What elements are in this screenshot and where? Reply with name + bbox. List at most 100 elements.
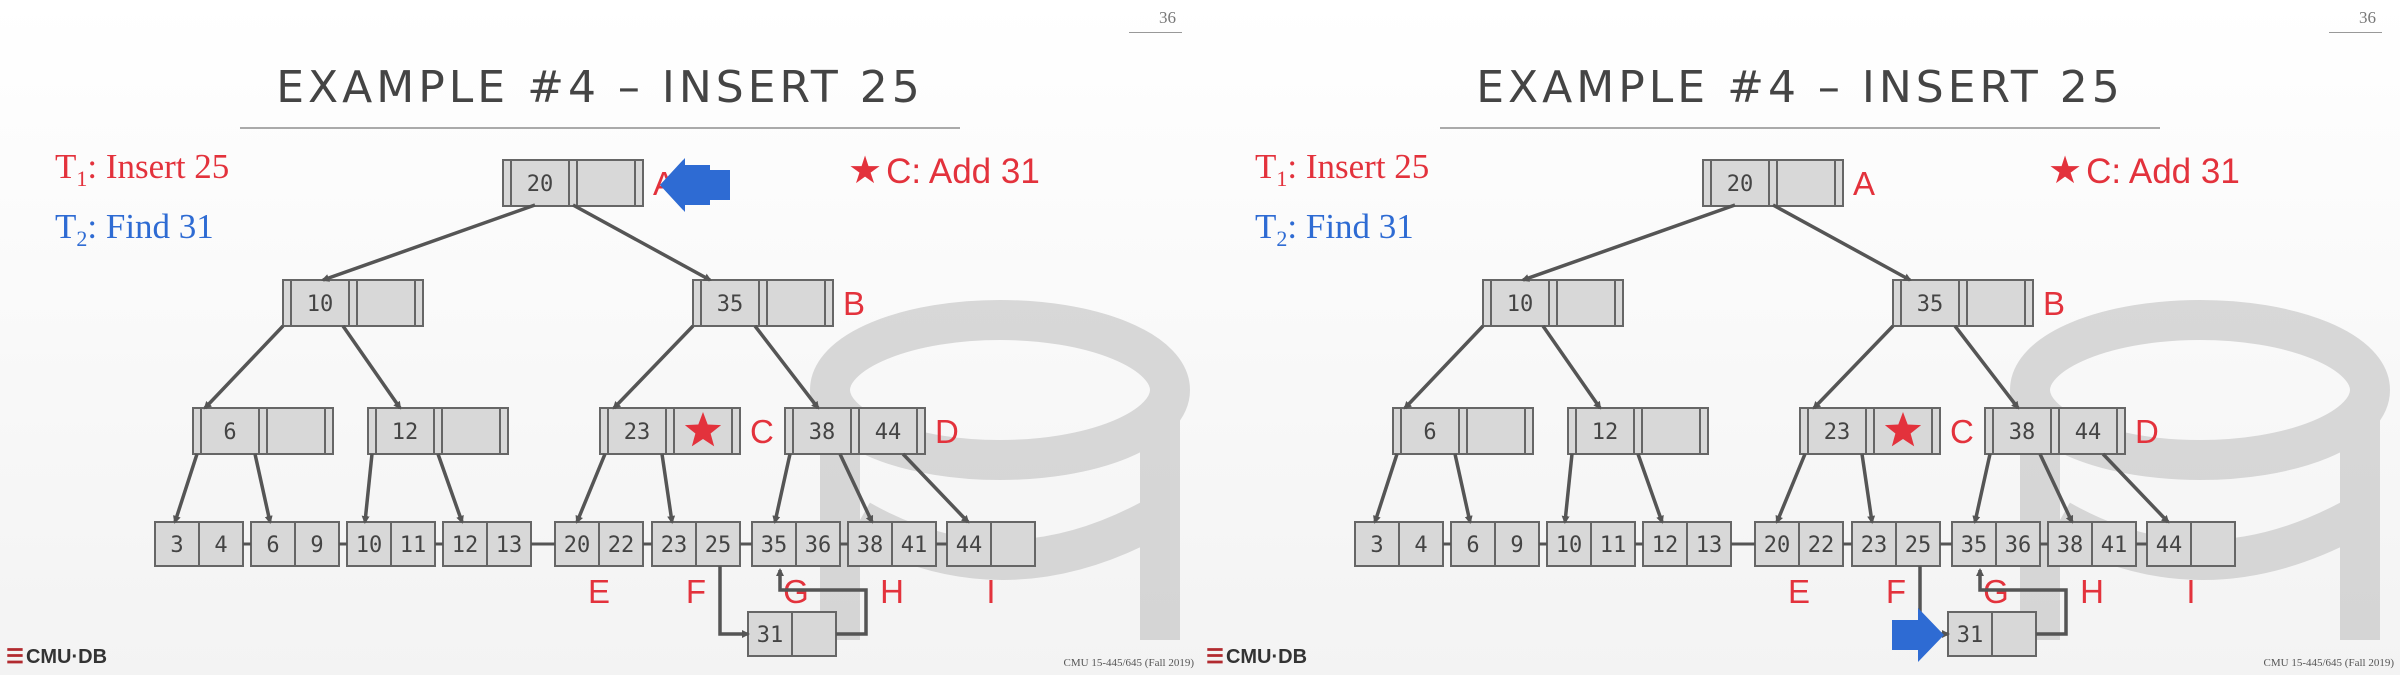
- legend-add-31: ★C: Add 31: [2048, 148, 2240, 193]
- footer-logo-text: CMU·DB: [25, 646, 108, 668]
- key-slot: [1807, 407, 1867, 455]
- key-slot: [1400, 407, 1460, 455]
- node-key: 35: [761, 533, 788, 558]
- key-slot: [1895, 521, 1941, 567]
- slide-right: 36 EXAMPLE #4 – INSERT 25 T1: Insert 25 …: [1200, 0, 2400, 675]
- tree-edge: [1521, 203, 1736, 282]
- title-underline: [240, 127, 960, 129]
- node-key: 23: [661, 533, 688, 558]
- overflow-link: [776, 568, 868, 636]
- node-key: 25: [1905, 533, 1932, 558]
- t1-action: : Insert 25: [87, 147, 230, 186]
- node-label: I: [2186, 573, 2195, 610]
- node-key: 44: [875, 420, 902, 445]
- tree-edge: [612, 324, 695, 410]
- watermark-top: [810, 300, 1190, 480]
- t2-action: : Find 31: [1287, 207, 1414, 246]
- node-key: 44: [956, 533, 983, 558]
- t2-action: : Find 31: [87, 207, 214, 246]
- node-key: 41: [901, 533, 928, 558]
- tree-edge: [173, 453, 199, 524]
- tree-node-level2: 12: [1567, 407, 1709, 455]
- key-slot: [375, 407, 435, 455]
- key-slot: [1450, 521, 1496, 567]
- key-slot: [1900, 279, 1960, 327]
- t1-subscript: 1: [76, 166, 88, 191]
- star-icon: ★: [848, 150, 883, 192]
- node-key: 22: [1808, 533, 1835, 558]
- node-key: 23: [1861, 533, 1888, 558]
- tree-leaf-node: 44I: [2146, 521, 2236, 610]
- key-slot: [510, 159, 570, 207]
- key-slot: [1354, 521, 1400, 567]
- database-icon: ☰: [6, 646, 24, 668]
- tree-edge: [1403, 324, 1485, 410]
- overflow-link: [718, 566, 750, 638]
- t1-letter: T: [1255, 147, 1277, 186]
- key-slot: [1466, 407, 1526, 455]
- node-key: 4: [1414, 533, 1427, 558]
- tree-node-inner: 10: [1482, 279, 1624, 327]
- slide-title: EXAMPLE #4 – INSERT 25: [1476, 62, 2124, 113]
- node-key: 10: [1556, 533, 1583, 558]
- node-key: 36: [2005, 533, 2032, 558]
- t1-letter: T: [55, 147, 77, 186]
- key-slot: [2058, 407, 2118, 455]
- key-slot: [1556, 279, 1616, 327]
- tree-edge: [575, 453, 607, 524]
- bplus-tree-diagram: 20A1035B61223C3844D3469101112132022E2325…: [154, 158, 1190, 657]
- key-slot: [791, 611, 837, 657]
- title-underline: [1440, 127, 2160, 129]
- node-key: 22: [608, 533, 635, 558]
- tree-edge: [1453, 453, 1473, 524]
- legend-text: C: Add 31: [886, 152, 1040, 191]
- node-label: D: [2135, 413, 2159, 450]
- t2-subscript: 2: [76, 226, 88, 251]
- key-slot: [1710, 159, 1770, 207]
- key-slot: [441, 407, 501, 455]
- node-key: 20: [1727, 172, 1754, 197]
- tree-edge: [753, 324, 820, 410]
- tree-leaf-overflow: 31: [747, 611, 837, 657]
- tree-edge: [1561, 453, 1574, 524]
- overflow-link: [1976, 568, 2068, 636]
- key-slot: [1641, 407, 1701, 455]
- star-icon: [1884, 412, 1922, 447]
- node-key: 9: [310, 533, 323, 558]
- slide-title: EXAMPLE #4 – INSERT 25: [276, 62, 924, 113]
- node-key: 44: [2156, 533, 2183, 558]
- node-key: 6: [266, 533, 279, 558]
- key-slot: [1995, 521, 2041, 567]
- node-key: 25: [705, 533, 732, 558]
- tree-edge: [1812, 324, 1895, 410]
- node-label: B: [2043, 285, 2065, 322]
- key-slot: [1991, 611, 2037, 657]
- node-key: 3: [1370, 533, 1383, 558]
- node-key: 31: [757, 623, 784, 648]
- node-key: 12: [452, 533, 479, 558]
- tree-edge: [660, 453, 676, 524]
- tree-node-inner: 10: [282, 279, 424, 327]
- node-label: H: [880, 573, 904, 610]
- node-key: 38: [2057, 533, 2084, 558]
- node-key: 41: [2101, 533, 2128, 558]
- tree-edge: [203, 324, 285, 410]
- tree-edge: [1772, 203, 1912, 282]
- node-key: 10: [356, 533, 383, 558]
- legend-text: C: Add 31: [2086, 152, 2240, 191]
- blue-arrow-icon: [1892, 608, 1944, 662]
- node-key: 20: [527, 172, 554, 197]
- slide-left: 36 EXAMPLE #4 – INSERT 25 T1: Insert 25 …: [0, 0, 1200, 675]
- key-slot: [1575, 407, 1635, 455]
